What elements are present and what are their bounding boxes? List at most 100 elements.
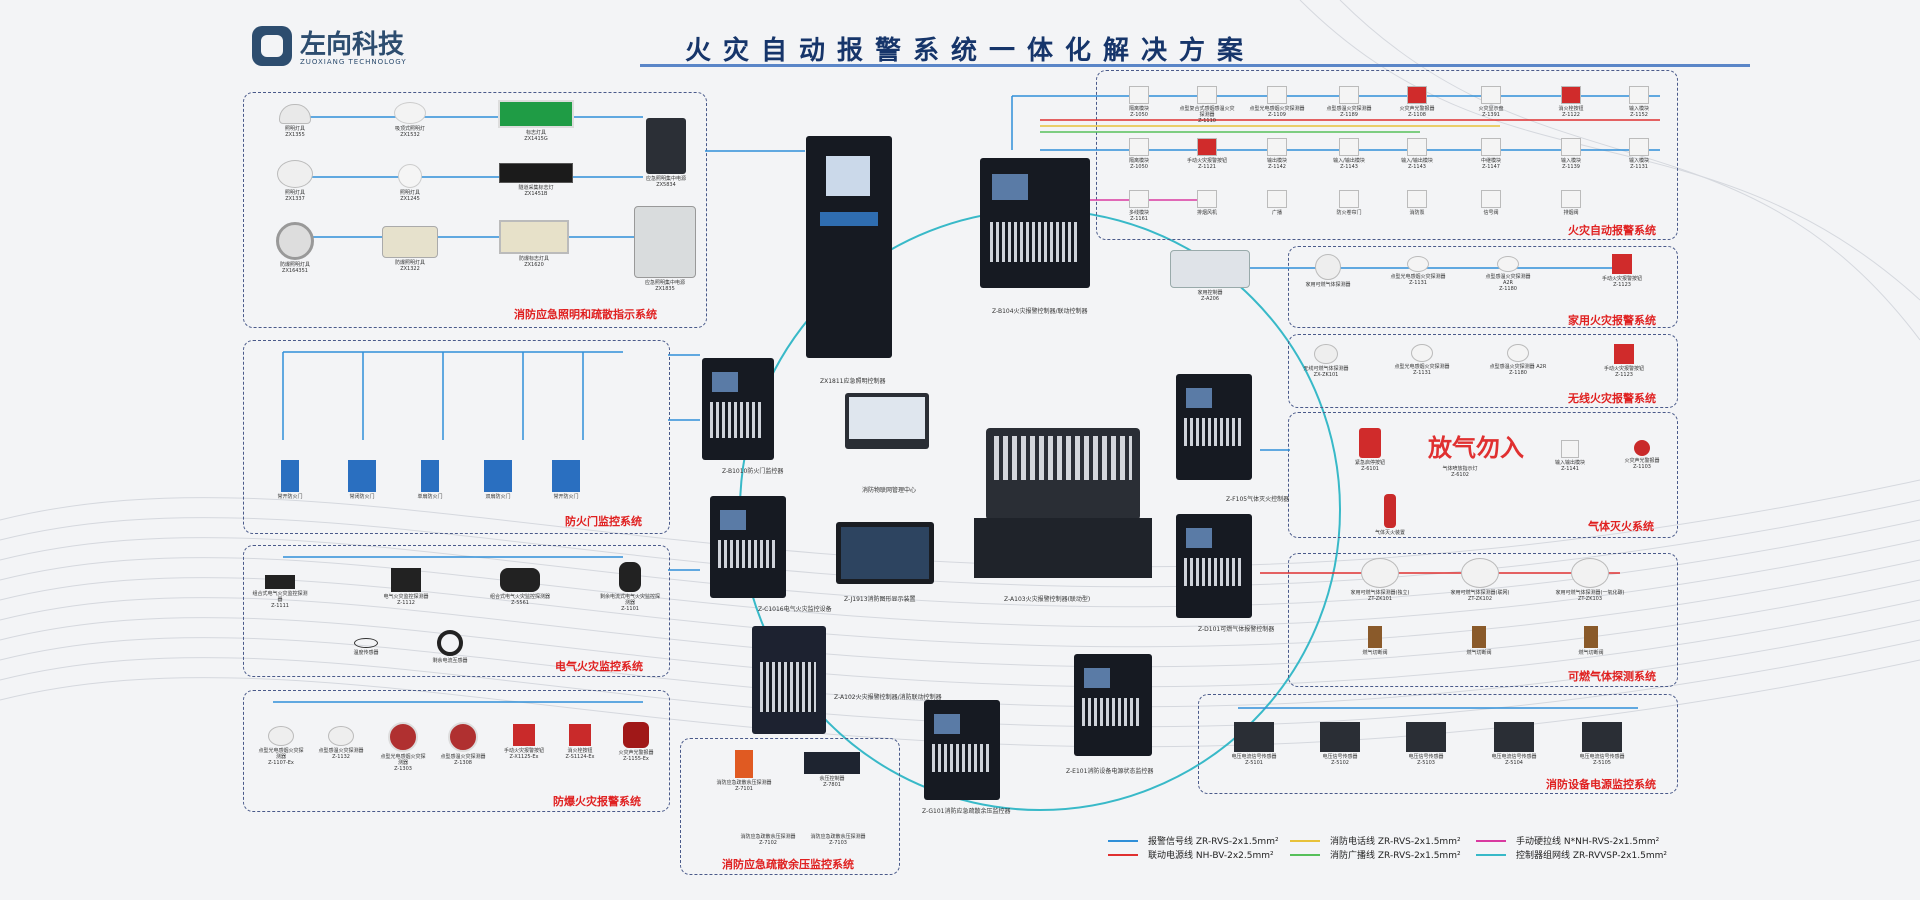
lighting-wires (283, 116, 643, 238)
panel-label-fire-door: 防火门监控系统 (565, 515, 642, 528)
device-model: Z-1121 (1198, 164, 1216, 170)
device-name: 排烟风机 (1196, 210, 1217, 216)
fire-door-controller (702, 358, 774, 460)
legend-item: 报警信号线 ZR-RVS-2x1.5mm² (1148, 837, 1279, 847)
pressure-monitor-controller (924, 700, 1000, 800)
title-underline (640, 64, 1750, 67)
device-icon (1561, 138, 1581, 156)
gas-warning-sign: 放气勿入 (1428, 434, 1524, 462)
current-transformer: 剩余电流互感器 (430, 630, 470, 664)
gas-detector: 家用可燃气体探测器(独立)ZT-ZK101 (1340, 558, 1420, 602)
device-name: 点型光电感烟火灾探测器 (1249, 106, 1305, 112)
device-icon (1267, 86, 1287, 104)
device-icon (1629, 138, 1649, 156)
label-elec-ctrl: Z-C1016电气火灾监控设备 (758, 606, 832, 613)
device-name: 输出模块 (1266, 158, 1287, 164)
fire-door-wires (282, 351, 623, 440)
panel-label-combustible-gas: 可燃气体探测系统 (1568, 670, 1656, 683)
device-icon (1267, 138, 1287, 156)
panel-label-explosion-proof: 防爆火灾报警系统 (553, 795, 641, 808)
legend-item: 手动硬拉线 N*NH-RVS-2x1.5mm² (1516, 837, 1660, 847)
device-name: 输入模块 (1560, 158, 1581, 164)
legend-line (1290, 840, 1320, 842)
device-name: 输入/输出模块 (1401, 158, 1433, 164)
gas-cylinder: 气体灭火装置 (1370, 494, 1410, 536)
fire-door: 双扇防火门 (476, 460, 520, 500)
device-icon (1339, 190, 1359, 208)
label-gas-ctrl: Z-D101可燃气体报警控制器 (1198, 626, 1275, 633)
device-model: Z-1143 (1340, 164, 1358, 170)
device-icon (1267, 190, 1287, 208)
label-computer: 消防物联网管理中心 (862, 487, 917, 494)
fire-alarm-device: 信号阀 (1462, 190, 1520, 216)
device-model: Z-1050 (1130, 112, 1148, 118)
device-icon (1129, 138, 1149, 156)
device-icon (1197, 86, 1217, 104)
fire-door: 常开防火门 (544, 460, 588, 500)
legend-item: 联动电源线 NH-BV-2x2.5mm² (1148, 851, 1274, 861)
panel-label-gas-extinguishing: 气体灭火系统 (1588, 520, 1654, 533)
device-icon (1197, 138, 1217, 156)
label-extinguish-ctrl: Z-F105气体灭火控制器 (1226, 496, 1290, 503)
device-model: Z-1110 (1198, 118, 1216, 124)
device-name: 排烟阀 (1563, 210, 1579, 216)
legend-line (1108, 840, 1138, 842)
device-icon (1129, 86, 1149, 104)
label-main-ctrl: Z-B104火灾报警控制器/联动控制器 (992, 308, 1088, 315)
panel-label-wireless-alarm: 无线火灾报警系统 (1568, 392, 1656, 405)
fire-door: 常开防火门 (268, 460, 312, 500)
device-model: Z-1152 (1630, 112, 1648, 118)
device-icon (1481, 86, 1501, 104)
logo-text-en: ZUOXIANG TECHNOLOGY (300, 58, 407, 66)
device-name: 消防泵 (1409, 210, 1425, 216)
power-wires (1238, 707, 1638, 709)
legend-line (1290, 854, 1320, 856)
panel-fire-door (243, 340, 670, 534)
device-name: 手动火灾报警按钮 (1186, 158, 1227, 164)
device-name: 隔离模块 (1128, 158, 1149, 164)
panel-label-fire-alarm: 火灾自动报警系统 (1568, 224, 1656, 237)
console-base (974, 518, 1152, 578)
device-model: Z-1122 (1562, 112, 1580, 118)
panel-gas-extinguishing (1288, 412, 1678, 538)
device-name: 输入模块 (1628, 158, 1649, 164)
panel-label-emergency-lighting: 消防应急照明和疏散指示系统 (514, 308, 657, 321)
fire-door: 常闭防火门 (340, 460, 384, 500)
home-wires (1250, 267, 1620, 269)
device-model: Z-1161 (1130, 216, 1148, 222)
panel-explosion-proof (243, 690, 670, 812)
panel-emergency-lighting (243, 92, 707, 328)
